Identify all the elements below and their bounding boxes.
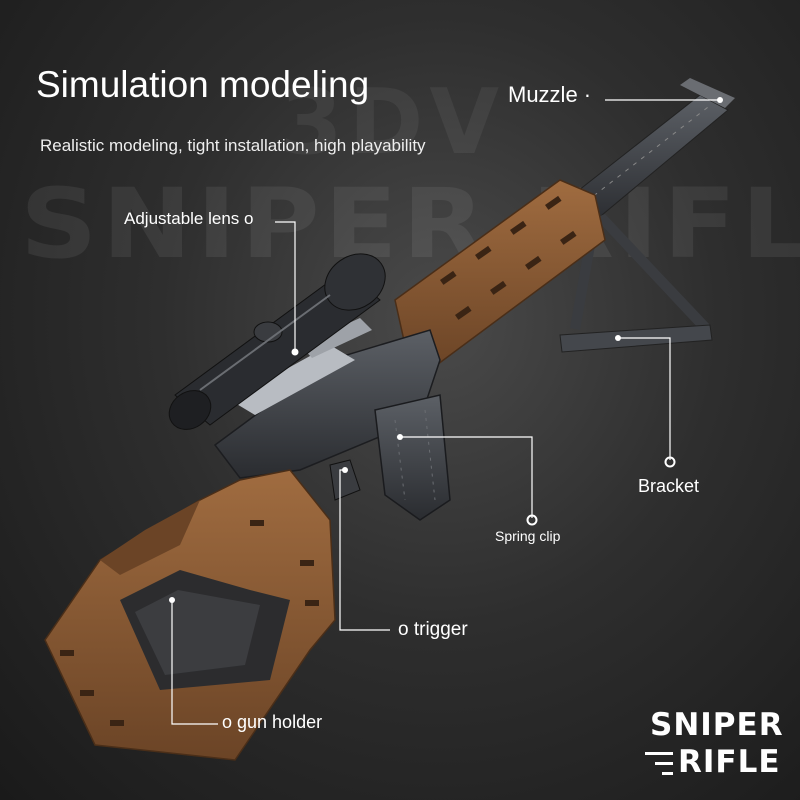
scope — [168, 253, 386, 430]
watermark-3dv: 3DV — [280, 70, 505, 175]
page-subtitle: Realistic modeling, tight installation, … — [40, 136, 426, 155]
page-title: Simulation modeling — [36, 64, 370, 105]
trigger-guard — [329, 459, 361, 501]
logo-line2: RIFLE — [678, 744, 781, 780]
stock — [44, 469, 336, 761]
bracket-leader — [618, 337, 671, 460]
logo-dash-2 — [655, 762, 673, 765]
handguard — [394, 179, 606, 371]
callout-muzzle: Muzzle · — [508, 82, 592, 107]
spring-ring — [526, 514, 538, 526]
bracket-dot — [615, 335, 621, 341]
spring-dot — [397, 434, 403, 440]
lens-leader — [275, 221, 296, 350]
muzzle-dot — [717, 97, 723, 103]
spring-leader — [400, 436, 533, 518]
callout-gun-holder: o gun holder — [222, 712, 323, 732]
receiver — [213, 318, 441, 479]
holder-dot — [169, 597, 175, 603]
bracket-ring — [664, 456, 676, 468]
lens-dot — [291, 348, 299, 356]
trigger-dot — [342, 467, 348, 473]
callout-adjustable-lens: Adjustable lens o — [124, 209, 254, 228]
holder-leader — [171, 600, 218, 725]
callout-spring-clip: Spring clip — [495, 528, 561, 544]
callout-trigger: o trigger — [398, 619, 468, 640]
watermark-sniper-rifle: SNIPER RIFLE — [20, 168, 800, 280]
logo-dash-3 — [662, 772, 673, 775]
logo-dash-1 — [645, 752, 673, 755]
callout-bracket: Bracket — [638, 476, 700, 496]
magazine — [374, 394, 451, 521]
logo-line1: SNIPER — [650, 707, 784, 743]
